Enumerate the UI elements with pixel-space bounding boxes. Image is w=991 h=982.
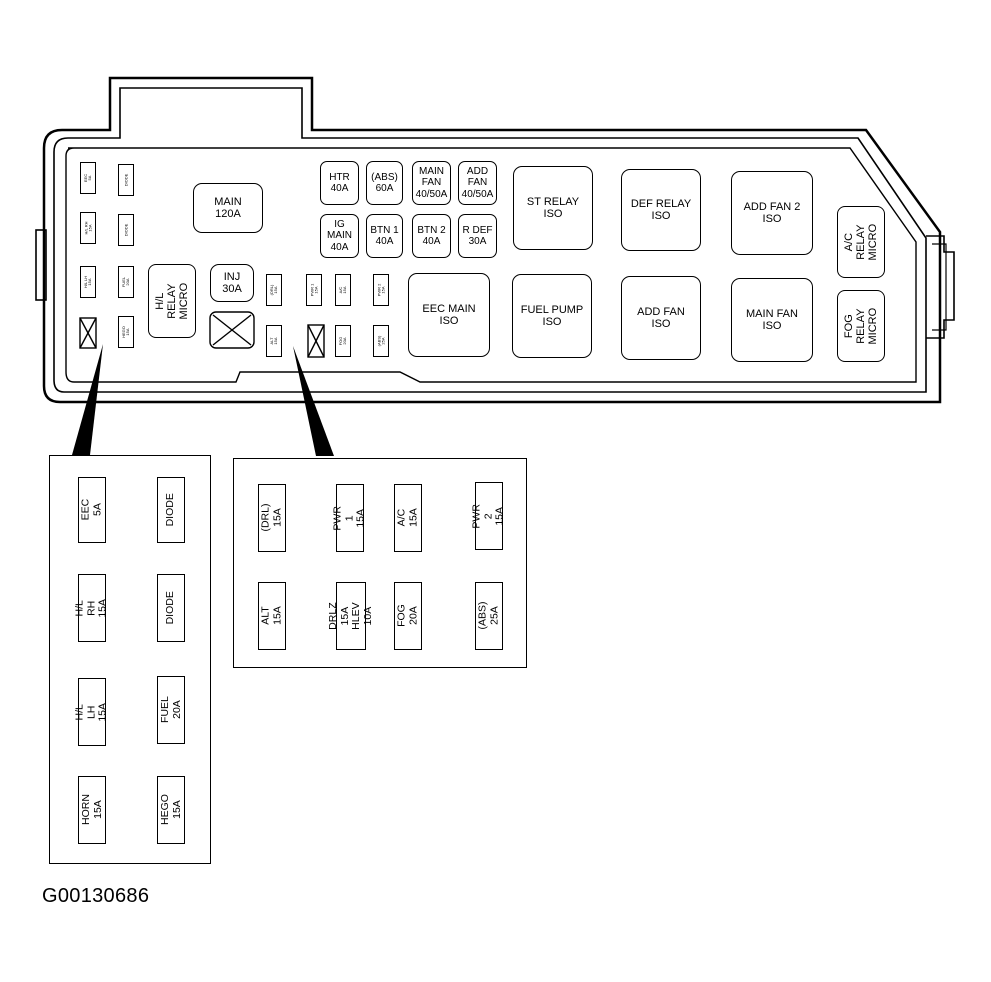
mini-fuse-diode-2: DIODE bbox=[118, 214, 134, 246]
relay-st-iso: ST RELAY ISO bbox=[513, 166, 593, 250]
fuse-eec-5a: EEC 5A bbox=[78, 477, 106, 543]
mini-fuse-alt: ALT 15A bbox=[266, 325, 282, 357]
mini-fuse-hego: HEGO 15A bbox=[118, 316, 134, 348]
fuse-ig-main-40a: IG MAIN 40A bbox=[320, 214, 359, 258]
fuse-diode-1: DIODE bbox=[157, 477, 185, 543]
fuse-main-fan-40-50a: MAIN FAN 40/50A bbox=[412, 161, 451, 205]
mini-fuse-diode-1: DIODE bbox=[118, 164, 134, 196]
fuse-btn2-40a: BTN 2 40A bbox=[412, 214, 451, 258]
fuse-inj-30a: INJ 30A bbox=[210, 264, 254, 302]
relay-add-fan-2-iso: ADD FAN 2 ISO bbox=[731, 171, 813, 255]
mini-fuse-hl-lh: H/L LH 15A bbox=[80, 266, 96, 298]
relay-main-fan-iso: MAIN FAN ISO bbox=[731, 278, 813, 362]
fuse-ac-15a: A/C 15A bbox=[394, 484, 422, 552]
relay-ac-micro: A/C RELAY MICRO bbox=[837, 206, 885, 278]
mini-fuse-drl: (DRL) 15A bbox=[266, 274, 282, 306]
fuse-alt-15a: ALT 15A bbox=[258, 582, 286, 650]
fuse-pwr1-15a: PWR 1 15A bbox=[332, 484, 367, 552]
fuse-horn-15a: HORN 15A bbox=[78, 776, 106, 844]
fuse-pwr2-15a: PWR 2 15A bbox=[471, 482, 506, 550]
fuse-drlz-hlev: DRLZ 15A HLEV 10A bbox=[327, 582, 374, 650]
relay-add-fan-iso: ADD FAN ISO bbox=[621, 276, 701, 360]
mini-fuse-hl-rh: H/L RH 15A bbox=[80, 212, 96, 244]
relay-hl-micro: H/L RELAY MICRO bbox=[148, 264, 196, 338]
fuse-hego-15a: HEGO 15A bbox=[157, 776, 185, 844]
mini-fuse-pwr2: PWR 2 15A bbox=[373, 274, 389, 306]
fuse-btn1-40a: BTN 1 40A bbox=[366, 214, 403, 258]
mini-fuse-pwr1: PWR 1 15A bbox=[306, 274, 322, 306]
mini-fuse-ac: A/C 15A bbox=[335, 274, 351, 306]
mini-fuse-fuel: FUEL 20A bbox=[118, 266, 134, 298]
fuse-diode-2: DIODE bbox=[157, 574, 185, 642]
fuse-main-120a: MAIN 120A bbox=[193, 183, 263, 233]
fuse-fog-20a: FOG 20A bbox=[394, 582, 422, 650]
fuse-rdef-30a: R DEF 30A bbox=[458, 214, 497, 258]
relay-eec-main-iso: EEC MAIN ISO bbox=[408, 273, 490, 357]
fuse-add-fan-40-50a: ADD FAN 40/50A bbox=[458, 161, 497, 205]
figure-id: G00130686 bbox=[42, 885, 150, 907]
fuse-hl-lh-15a: H/L LH 15A bbox=[74, 678, 109, 746]
fuse-drl-15a: (DRL) 15A bbox=[258, 484, 286, 552]
mini-fuse-eec-5a: EEC 5A bbox=[80, 162, 96, 194]
mini-fuse-abs-25a: (ABS) 25A bbox=[373, 325, 389, 357]
mini-fuse-fog: FOG 20A bbox=[335, 325, 351, 357]
relay-fuel-pump-iso: FUEL PUMP ISO bbox=[512, 274, 592, 358]
fuse-htr-40a: HTR 40A bbox=[320, 161, 359, 205]
fuse-abs-25a: (ABS) 25A bbox=[475, 582, 503, 650]
fuse-fuel-20a: FUEL 20A bbox=[157, 676, 185, 744]
relay-fog-micro: FOG RELAY MICRO bbox=[837, 290, 885, 362]
inset-panel-left bbox=[49, 455, 211, 864]
relay-def-iso: DEF RELAY ISO bbox=[621, 169, 701, 251]
fuse-hl-rh-15a: H/L RH 15A bbox=[74, 574, 109, 642]
fuse-abs-60a: (ABS) 60A bbox=[366, 161, 403, 205]
